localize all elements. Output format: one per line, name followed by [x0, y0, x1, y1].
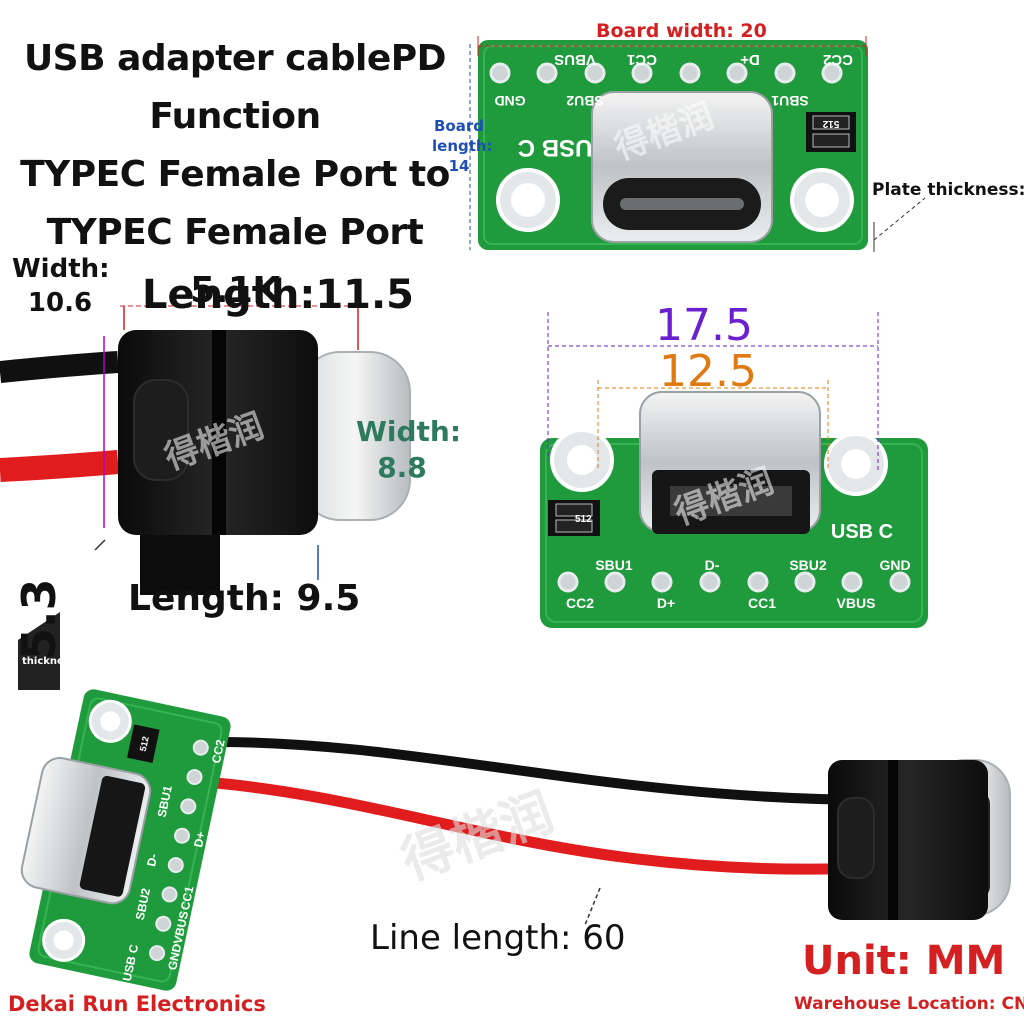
front-pin-cc1: CC1	[748, 595, 776, 611]
product-title: USB adapter cablePD Function TYPEC Femal…	[0, 30, 470, 320]
plate-thickness-label: Plate thickness: 1.5	[872, 180, 1024, 200]
front-pin-dminus: D-	[705, 557, 720, 573]
top-pin-cc2: CC2	[823, 51, 853, 68]
line-length-label: Line length: 60	[370, 918, 626, 958]
top-pin-gnd: GND	[494, 93, 525, 109]
title-part1: USB adapter cable	[23, 38, 391, 79]
top-pin-dplus: D+	[740, 51, 760, 68]
top-resistor-label: 512	[822, 118, 839, 129]
front-resistor-label: 512	[575, 514, 592, 525]
connector-length-11-5-label: Length:11.5	[142, 272, 415, 318]
thickness-text-label: thickness	[22, 656, 76, 667]
watermark-4: 得楷润	[394, 782, 561, 892]
connector-width-12-5-label: 12.5	[659, 346, 757, 397]
unit-label: Unit: MM	[802, 938, 1006, 984]
top-board: VBUS CC1 D+ CC2 GND SBU2 SBU1 USB C 512	[469, 36, 926, 252]
front-pin-sbu1: SBU1	[595, 557, 633, 573]
top-usbc-label: USB C	[518, 134, 593, 161]
warehouse-location: Warehouse Location: CN-498	[794, 994, 1024, 1014]
front-pin-cc2: CC2	[566, 595, 594, 611]
connector-width-10-6-label: Width: 10.6	[12, 254, 110, 318]
connector-width-8-8-label: Width: 8.8	[356, 415, 462, 484]
company-name: Dekai Run Electronics	[8, 992, 266, 1016]
board-length-label: Board length: 14	[432, 117, 493, 175]
top-pin-cc1: CC1	[627, 51, 657, 68]
bottom-resistor-label: 512	[138, 735, 151, 752]
board-width-label: Board width: 20	[596, 20, 767, 42]
front-board: 512 USB C SBU1 D- SBU2 GND CC2 D+ CC1 VB…	[540, 312, 928, 628]
top-pin-vbus: VBUS	[554, 51, 596, 68]
top-pin-sbu2: SBU2	[566, 93, 604, 109]
front-pin-vbus: VBUS	[837, 595, 876, 611]
bottom-pin-dplus: D+	[191, 830, 208, 848]
title-line3: TYPEC Female Port 5.1K	[46, 212, 424, 311]
cable-connector-closeup	[0, 298, 411, 595]
connector-length-9-5-label: Length: 9.5	[128, 578, 361, 619]
title-part2: PD Function	[149, 38, 447, 137]
bottom-pin-dminus: D-	[144, 852, 160, 867]
bottom-pin-gnd: GND	[165, 942, 184, 971]
front-usbc-label: USB C	[831, 521, 893, 543]
bottom-pin-sbu2: SBU2	[133, 887, 153, 922]
title-line2: TYPEC Female Port to	[20, 154, 450, 195]
front-pin-dplus: D+	[657, 595, 675, 611]
bottom-assembly: USB C GND SBU2 D- SBU1 VBUS CC1 D+ CC2 5…	[20, 689, 1011, 991]
top-pin-sbu1: SBU1	[771, 93, 809, 109]
hole-span-label: 17.5	[655, 300, 753, 351]
bottom-pin-vbus: VBUS	[171, 910, 192, 946]
bottom-pin-cc1: CC1	[178, 885, 197, 912]
bottom-pin-sbu1: SBU1	[155, 784, 175, 819]
front-pin-sbu2: SBU2	[789, 557, 827, 573]
thickness-marker	[18, 612, 60, 690]
front-pin-gnd: GND	[879, 557, 910, 573]
bottom-pin-cc2: CC2	[209, 738, 228, 765]
thickness-value-label: 5.3	[12, 578, 66, 661]
